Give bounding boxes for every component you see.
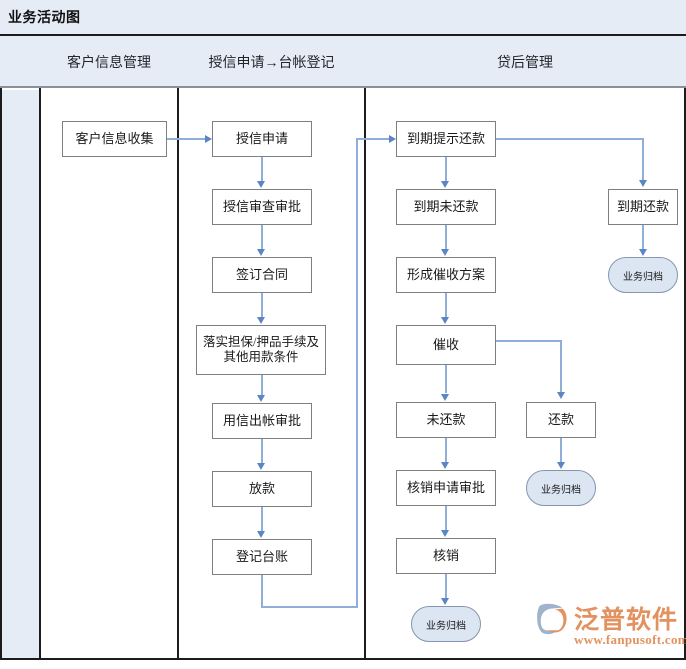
node-disburse[interactable]: 放款 (212, 471, 312, 507)
node-due-remind[interactable]: 到期提示还款 (396, 121, 496, 157)
arrowhead-usecredit-to-disburse (257, 463, 266, 470)
fanpu-logo-icon (537, 603, 567, 635)
arrowhead-unpaid2-to-writeoffapply (441, 462, 450, 469)
connector-ledger-down (261, 575, 263, 608)
node-sign-contract[interactable]: 签订合同 (212, 257, 312, 293)
lane-header-post-loan: 贷后管理 (497, 56, 553, 71)
connector-writeoff-to-archive (445, 574, 447, 599)
node-customer-collect[interactable]: 客户信息收集 (62, 121, 167, 157)
title-band: 业务活动图 (0, 0, 686, 36)
connector-collect-to-apply (167, 138, 205, 140)
arrowhead-remind-to-repaid (638, 180, 647, 187)
arrowhead-apply-to-review (257, 181, 266, 188)
lane-header-row: 客户信息管理 授信申请→台帐登记 贷后管理 (0, 36, 686, 88)
connector-apply-to-review (261, 157, 263, 182)
node-due-unpaid[interactable]: 到期未还款 (396, 189, 496, 225)
arrowhead-contract-to-guarantee (257, 317, 266, 324)
node-writeoff[interactable]: 核销 (396, 538, 496, 574)
node-repaid[interactable]: 还款 (526, 402, 596, 438)
terminator-archive-repaid[interactable]: 业务归档 (526, 470, 596, 506)
swimlane-table: 客户信息管理 授信申请→台帐登记 贷后管理 (0, 36, 686, 660)
watermark-brand: 泛普软件 (574, 605, 679, 634)
table-border-bottom (0, 658, 686, 660)
node-writeoff-apply[interactable]: 核销申请审批 (396, 470, 496, 506)
arrowhead-collect-to-apply (205, 134, 212, 143)
arrowhead-repaid-to-archive (638, 249, 647, 256)
node-register-ledger[interactable]: 登记台账 (212, 539, 312, 575)
node-collection[interactable]: 催收 (396, 325, 496, 365)
table-border-left (0, 36, 2, 660)
arrowhead-repay-to-archive (556, 462, 565, 469)
arrowhead-remind-to-unpaid (441, 181, 450, 188)
node-use-credit-approval[interactable]: 用信出帐审批 (212, 403, 312, 439)
connector-collection-to-repay-v (560, 340, 562, 393)
connector-disburse-to-ledger (261, 507, 263, 532)
connector-contract-to-guarantee (261, 293, 263, 318)
column-divider-2 (177, 36, 179, 660)
connector-plan-to-collection (445, 293, 447, 318)
node-credit-review[interactable]: 授信审查审批 (212, 189, 312, 225)
arrowhead-into-due-remind (389, 134, 396, 143)
arrowhead-collection-to-repay (556, 392, 565, 399)
arrowhead-plan-to-collection (441, 317, 450, 324)
node-unpaid[interactable]: 未还款 (396, 402, 496, 438)
arrowhead-collection-to-unpaid2 (441, 394, 450, 401)
connector-collection-to-repay-h (496, 340, 562, 342)
connector-ledger-right (261, 606, 358, 608)
column-divider-3 (364, 36, 366, 660)
connector-unpaid-to-plan (445, 225, 447, 250)
node-collection-plan[interactable]: 形成催收方案 (396, 257, 496, 293)
page-title: 业务活动图 (8, 11, 81, 26)
connector-repaid-to-archive (642, 225, 644, 250)
lane-header-credit-application: 授信申请→台帐登记 (208, 56, 335, 71)
connector-guarantee-to-usecredit (261, 375, 263, 396)
arrowhead-writeoff-to-archive (441, 598, 450, 605)
connector-into-due-remind (356, 138, 390, 140)
column-divider-1 (39, 36, 41, 660)
node-guarantee[interactable]: 落实担保/押品手续及其他用款条件 (196, 325, 326, 375)
connector-unpaid2-to-writeoffapply (445, 438, 447, 463)
connector-usecredit-to-disburse (261, 439, 263, 464)
arrowhead-disburse-to-ledger (257, 531, 266, 538)
arrowhead-guarantee-to-usecredit (257, 395, 266, 402)
connector-remind-to-unpaid (445, 157, 447, 182)
lane-header-customer-info: 客户信息管理 (67, 56, 151, 71)
arrowhead-review-to-contract (257, 249, 266, 256)
connector-writeoffapply-to-writeoff (445, 506, 447, 531)
connector-review-to-contract (261, 225, 263, 250)
arrowhead-writeoffapply-to-writeoff (441, 530, 450, 537)
terminator-archive-writeoff[interactable]: 业务归档 (411, 606, 481, 642)
connector-collection-to-unpaid2 (445, 365, 447, 393)
connector-repay-to-archive (560, 438, 562, 463)
connector-remind-to-repaid-v (642, 138, 644, 181)
watermark-url: www.fanpusoft.com (574, 632, 686, 647)
terminator-archive-due-repaid[interactable]: 业务归档 (608, 257, 678, 293)
table-border-right (684, 36, 686, 660)
connector-ledger-up (356, 138, 358, 607)
node-due-repaid[interactable]: 到期还款 (608, 189, 678, 225)
node-credit-apply[interactable]: 授信申请 (212, 121, 312, 157)
connector-remind-to-repaid-h (496, 138, 644, 140)
lane-gutter (2, 90, 39, 658)
arrowhead-unpaid-to-plan (441, 249, 450, 256)
watermark: 泛普软件 www.fanpusoft.com (534, 600, 686, 658)
